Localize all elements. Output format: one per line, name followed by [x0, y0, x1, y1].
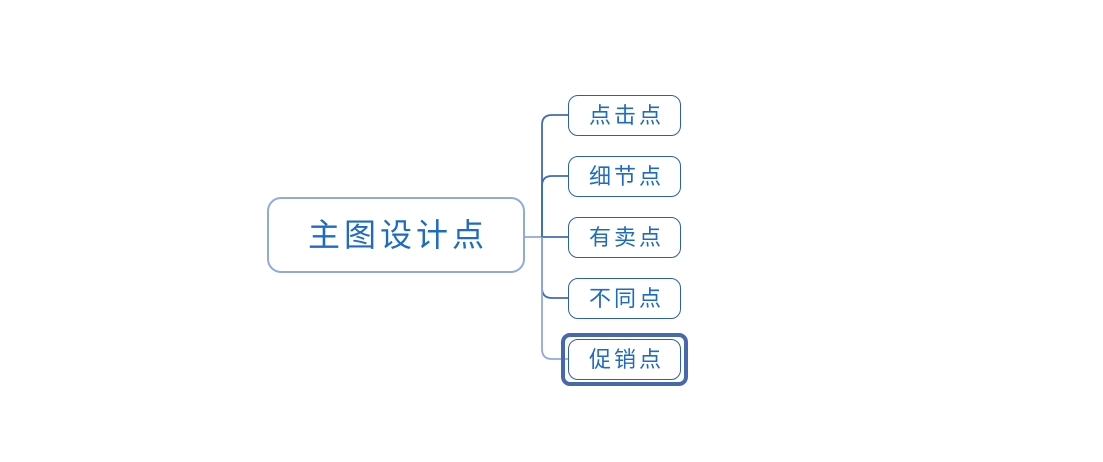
connector-branch-4 [541, 237, 568, 299]
subtopic-node-3[interactable]: 有卖点 [568, 217, 681, 258]
root-topic-node[interactable]: 主图设计点 [267, 197, 525, 273]
subtopic-label-5: 促销点 [588, 346, 664, 372]
subtopic-node-5-selected[interactable]: 促销点 [568, 339, 681, 380]
subtopic-label-2: 细节点 [588, 163, 664, 189]
subtopic-node-2[interactable]: 细节点 [568, 156, 681, 197]
connector-branch-5 [541, 237, 568, 360]
subtopic-label-1: 点击点 [588, 102, 664, 128]
subtopic-node-1[interactable]: 点击点 [568, 95, 681, 136]
connector-branch-1 [541, 114, 568, 237]
connector-branch-2 [541, 175, 568, 237]
subtopic-node-4[interactable]: 不同点 [568, 278, 681, 319]
subtopic-label-4: 不同点 [588, 285, 664, 311]
root-topic-label: 主图设计点 [307, 217, 488, 253]
subtopic-label-3: 有卖点 [588, 224, 664, 250]
